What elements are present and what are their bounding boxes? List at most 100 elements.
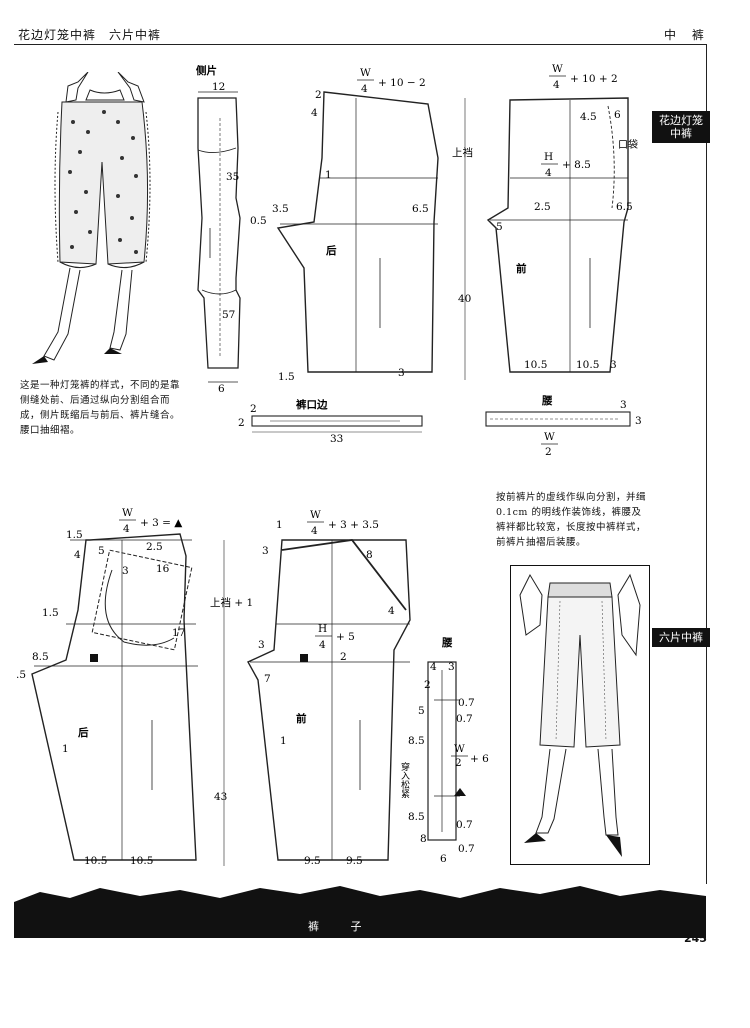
svg-text:10.5: 10.5 xyxy=(576,359,599,371)
svg-text:8.5: 8.5 xyxy=(408,811,425,823)
svg-text:2: 2 xyxy=(315,89,322,101)
svg-text:5: 5 xyxy=(496,221,503,233)
hem-band-title: 裤口边 xyxy=(296,398,328,411)
lantern-caption: 这是一种灯笼裤的样式，不同的是靠侧缝处前、后通过纵向分割组合而成，侧片既缩后与前… xyxy=(20,380,181,436)
svg-text:+ 8.5: + 8.5 xyxy=(562,159,591,171)
svg-text:4: 4 xyxy=(388,605,395,617)
svg-text:40: 40 xyxy=(458,293,471,305)
page-number: 245 xyxy=(684,932,707,945)
svg-text:8.5: 8.5 xyxy=(32,651,49,663)
svg-text:4: 4 xyxy=(361,83,368,95)
side-piece-title: 侧片 xyxy=(196,64,217,77)
svg-text:0.5: 0.5 xyxy=(250,215,267,227)
svg-text:2: 2 xyxy=(340,651,347,663)
svg-text:1.5: 1.5 xyxy=(66,529,83,541)
svg-text:口袋: 口袋 xyxy=(618,138,638,151)
svg-text:上裆: 上裆 xyxy=(452,146,473,159)
svg-text:+ 10 − 2: + 10 − 2 xyxy=(378,77,426,89)
svg-text:8: 8 xyxy=(420,833,427,845)
section-tab-six-piece: 六片中裤 xyxy=(652,628,710,647)
svg-text:H: H xyxy=(544,151,553,163)
svg-text:35: 35 xyxy=(226,171,239,183)
svg-text:4: 4 xyxy=(319,639,326,651)
svg-text:1: 1 xyxy=(62,743,69,755)
svg-text:W: W xyxy=(360,67,371,79)
lantern-pattern-diagram: 侧片 12 35 57 6 W 4 + 10 − 2 2 4 1 3.5 0.5… xyxy=(196,63,642,458)
svg-text:+ 3 = ▲: + 3 = ▲ xyxy=(140,517,183,529)
svg-text:0.7: 0.7 xyxy=(458,697,475,709)
svg-text:0.7: 0.7 xyxy=(456,713,473,725)
svg-text:10.5: 10.5 xyxy=(130,855,153,867)
svg-text:4: 4 xyxy=(311,525,318,537)
svg-text:6: 6 xyxy=(440,853,447,865)
svg-text:2: 2 xyxy=(455,757,462,769)
six-back-piece-label: 后 xyxy=(78,726,89,739)
svg-text:5: 5 xyxy=(98,545,105,557)
svg-text:17: 17 xyxy=(172,627,185,639)
six-piece-pattern-diagram: W 4 + 3 = ▲ 1.5 4 5 2.5 3 16 17 1.5 8.5 … xyxy=(16,507,489,867)
svg-text:H: H xyxy=(318,623,327,635)
footer-band xyxy=(14,886,706,938)
svg-text:1: 1 xyxy=(280,735,287,747)
svg-text:+ 6: + 6 xyxy=(470,753,489,765)
svg-text:6.5: 6.5 xyxy=(616,201,633,213)
svg-text:1: 1 xyxy=(325,169,332,181)
svg-text:3: 3 xyxy=(610,359,617,371)
svg-text:3.5: 3.5 xyxy=(272,203,289,215)
six-front-piece-label: 前 xyxy=(296,712,307,725)
svg-text:0.7: 0.7 xyxy=(458,843,475,855)
svg-text:8: 8 xyxy=(366,549,373,561)
running-header-right: 中 裤 xyxy=(664,28,710,42)
svg-text:43: 43 xyxy=(214,791,227,803)
svg-text:4: 4 xyxy=(74,549,81,561)
svg-text:3: 3 xyxy=(448,661,455,673)
svg-text:6: 6 xyxy=(218,383,225,395)
svg-text:4: 4 xyxy=(311,107,318,119)
svg-text:9.5: 9.5 xyxy=(304,855,321,867)
svg-text:2.5: 2.5 xyxy=(146,541,163,553)
svg-text:上裆 + 1: 上裆 + 1 xyxy=(210,596,253,609)
back-piece-label: 后 xyxy=(326,244,337,257)
svg-text:+ 10 + 2: + 10 + 2 xyxy=(570,73,618,85)
section-tab-lantern: 花边灯笼中裤 xyxy=(652,111,710,143)
svg-text:2: 2 xyxy=(545,446,552,458)
svg-text:2.5: 2.5 xyxy=(534,201,551,213)
svg-text:6.5: 6.5 xyxy=(412,203,429,215)
footer-label: 裤 子 xyxy=(308,920,376,933)
svg-text:W: W xyxy=(544,431,555,443)
svg-text:0.7: 0.7 xyxy=(456,819,473,831)
svg-text:16: 16 xyxy=(156,563,170,575)
svg-text:4: 4 xyxy=(123,523,130,535)
svg-text:4: 4 xyxy=(545,167,552,179)
svg-text:2: 2 xyxy=(424,679,431,691)
svg-text:W: W xyxy=(310,509,321,521)
svg-text:4: 4 xyxy=(553,79,560,91)
svg-text:1.5: 1.5 xyxy=(278,371,295,383)
header-rule xyxy=(14,44,706,45)
lantern-pants-illustration xyxy=(32,72,151,364)
svg-text:+ 3 + 3.5: + 3 + 3.5 xyxy=(328,519,379,531)
svg-text:3: 3 xyxy=(262,545,269,557)
svg-text:2: 2 xyxy=(238,417,245,429)
front-piece-label: 前 xyxy=(516,262,527,275)
svg-text:1.5: 1.5 xyxy=(42,607,59,619)
svg-text:.5: .5 xyxy=(16,669,26,681)
elastic-loop-label: 穿入松紧 xyxy=(399,761,410,798)
svg-text:W: W xyxy=(552,63,563,75)
waist-band-title: 腰 xyxy=(541,395,553,407)
svg-text:3: 3 xyxy=(258,639,265,651)
six-piece-caption: 按前裤片的虚线作纵向分割，并缉 0.1cm 的明线作装饰线，裤腰及裤袢都比较宽，… xyxy=(496,492,647,548)
svg-text:5: 5 xyxy=(418,705,425,717)
svg-text:3: 3 xyxy=(398,367,405,379)
svg-text:9.5: 9.5 xyxy=(346,855,363,867)
svg-text:4: 4 xyxy=(430,661,437,673)
right-margin-rule xyxy=(706,44,707,884)
svg-text:3: 3 xyxy=(635,415,642,427)
svg-text:33: 33 xyxy=(330,433,343,445)
svg-text:W: W xyxy=(122,507,133,519)
six-piece-pants-illustration xyxy=(510,565,650,865)
svg-text:7: 7 xyxy=(264,673,271,685)
svg-text:2: 2 xyxy=(250,403,257,415)
svg-text:4.5: 4.5 xyxy=(580,111,597,123)
svg-text:12: 12 xyxy=(212,81,225,93)
